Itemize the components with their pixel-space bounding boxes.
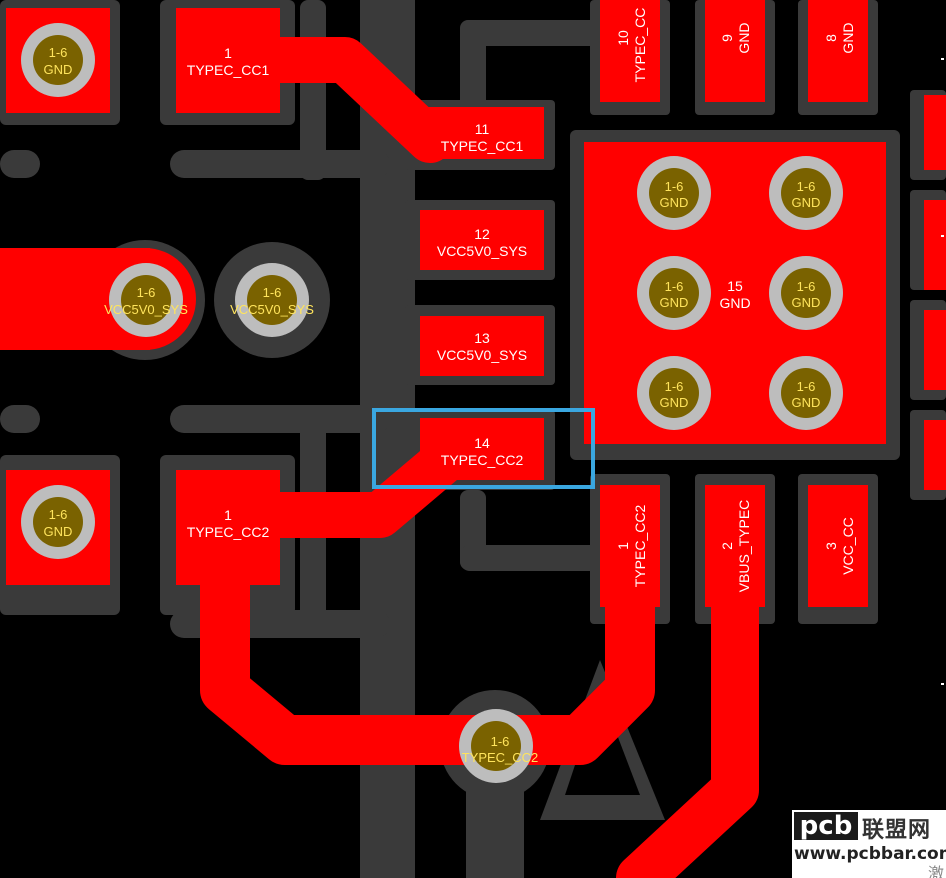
pad-number: 1 [615, 542, 631, 550]
pad-net: TYPEC_CC2 [187, 524, 270, 540]
via-layer-label: 1-6 [137, 285, 156, 300]
via-gnd-2 [21, 485, 95, 559]
watermark: pcb 联盟网 www.pcbbar.com 激 [792, 810, 946, 878]
via-layer-label: 1-6 [665, 379, 684, 394]
pad-number: 9 [719, 34, 735, 42]
edge-mark [941, 683, 944, 685]
via-net-label: VCC5V0_SYS [104, 302, 188, 317]
pad-net: TYPEC_CC [632, 8, 648, 83]
via-net-label: GND [792, 195, 821, 210]
pad-number: 10 [615, 30, 631, 46]
pad-net: GND [719, 295, 750, 311]
via-layer-label: 1-6 [797, 279, 816, 294]
via-cc2 [459, 709, 533, 783]
edge-mark [941, 58, 944, 60]
via-net-label: GND [792, 295, 821, 310]
via-layer-label: 1-6 [797, 179, 816, 194]
via-layer-label: 1-6 [665, 279, 684, 294]
pad-net: VCC_CC [840, 517, 856, 575]
via-layer-label: 1-6 [49, 45, 68, 60]
pad-number: 3 [823, 542, 839, 550]
watermark-logo: pcb [794, 812, 858, 840]
pad-number: 11 [475, 121, 490, 137]
vias [21, 23, 843, 783]
via-layer-label: 1-6 [665, 179, 684, 194]
via-vcc-2 [235, 263, 309, 337]
edge-mark [941, 235, 944, 237]
pad-net: TYPEC_CC1 [441, 138, 524, 154]
via-net-label: GND [660, 395, 689, 410]
via-net-label: GND [792, 395, 821, 410]
pad-number: 2 [719, 542, 735, 550]
via-net-label: GND [44, 62, 73, 77]
via-gnd-1 [21, 23, 95, 97]
via-gnd-4 [769, 156, 843, 230]
via-layer-label: 1-6 [491, 734, 510, 749]
via-gnd-6 [769, 256, 843, 330]
pad-net: GND [840, 22, 856, 53]
pad-number: 12 [474, 226, 490, 242]
via-net-label: TYPEC_CC2 [462, 750, 539, 765]
watermark-cn: 联盟网 [862, 818, 932, 843]
pad-number: 8 [823, 34, 839, 42]
pad-number: 1 [224, 45, 232, 61]
via-gnd-7 [637, 356, 711, 430]
pad-net: VCC5V0_SYS [437, 243, 527, 259]
via-net-label: GND [44, 524, 73, 539]
via-net-label: VCC5V0_SYS [230, 302, 314, 317]
pad-net: TYPEC_CC2 [441, 452, 524, 468]
pad-labels: 1 TYPEC_CC1 1 TYPEC_CC2 11 TYPEC_CC1 12 … [187, 8, 856, 593]
via-layer-label: 1-6 [49, 507, 68, 522]
via-labels: 1-6 GND 1-6 GND 1-6 VCC5V0_SYS 1-6 VCC5V… [44, 45, 821, 765]
selection-box[interactable] [372, 408, 595, 489]
watermark-tail: 激 [928, 864, 945, 878]
pad-number: 13 [474, 330, 490, 346]
via-net-label: GND [660, 195, 689, 210]
watermark-url: www.pcbbar.com [794, 844, 946, 864]
pad-net: VCC5V0_SYS [437, 347, 527, 363]
pad-net: TYPEC_CC2 [632, 505, 648, 588]
via-gnd-8 [769, 356, 843, 430]
via-gnd-3 [637, 156, 711, 230]
pad-net: GND [736, 22, 752, 53]
via-vcc-1 [109, 263, 183, 337]
via-layer-label: 1-6 [797, 379, 816, 394]
pad-net: TYPEC_CC1 [187, 62, 270, 78]
pad-number: 1 [224, 507, 232, 523]
pad-net: VBUS_TYPEC [736, 500, 752, 593]
via-net-label: GND [660, 295, 689, 310]
pad-number: 15 [727, 278, 743, 294]
via-layer-label: 1-6 [263, 285, 282, 300]
via-gnd-5 [637, 256, 711, 330]
pad-number: 14 [474, 435, 490, 451]
